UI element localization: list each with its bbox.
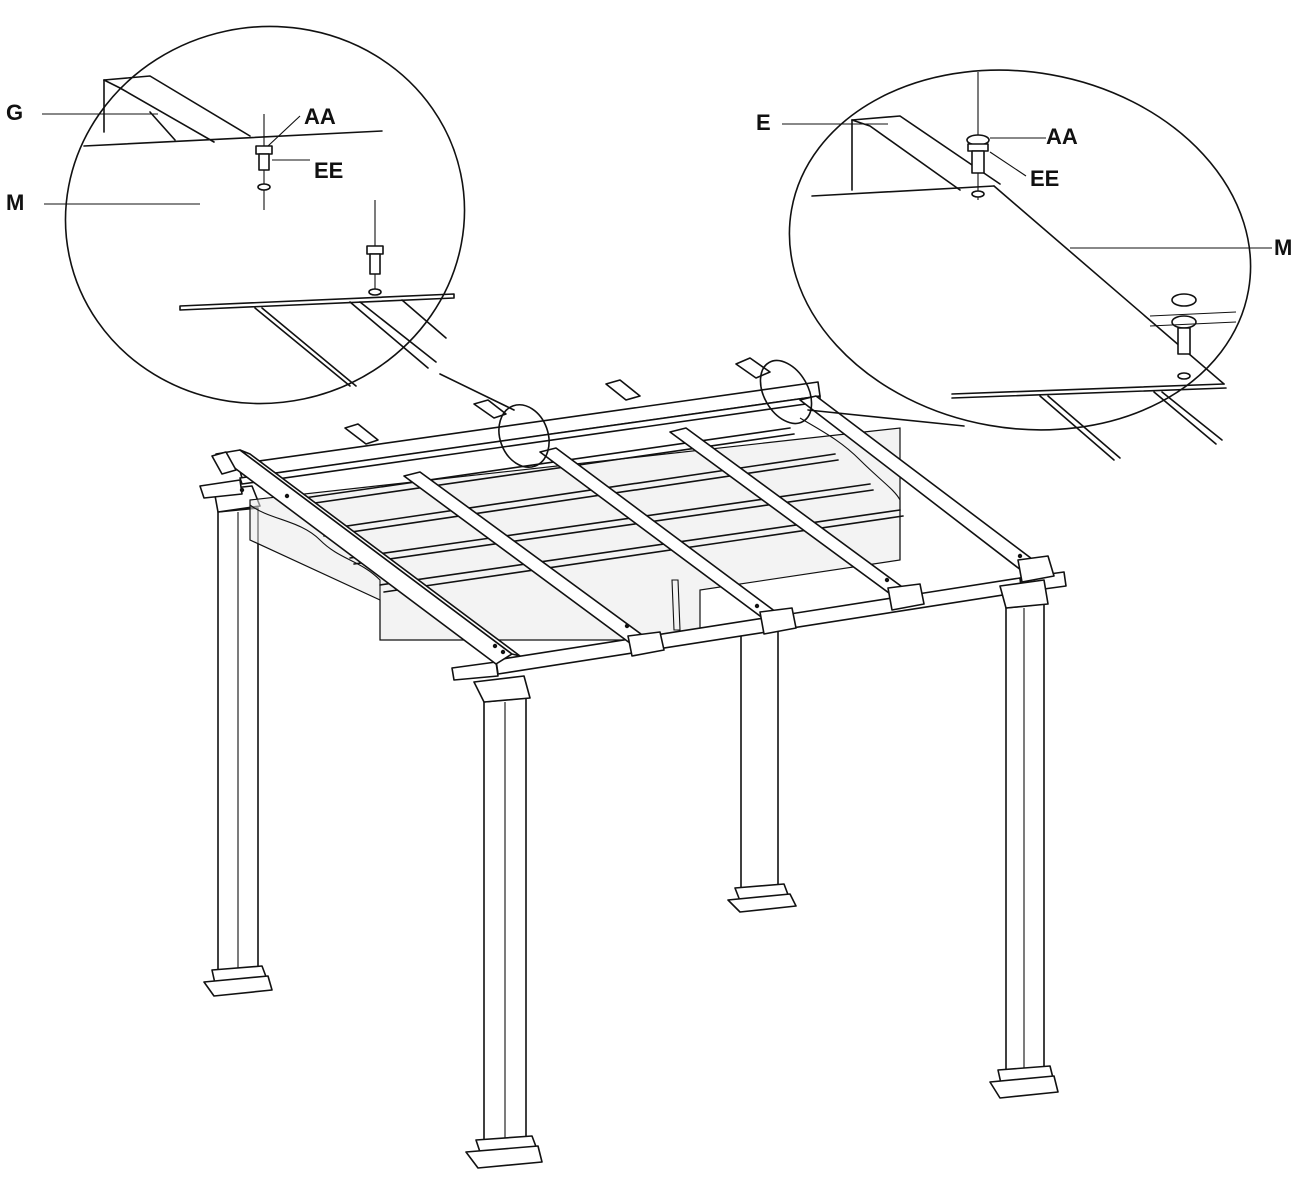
post-front-right xyxy=(989,579,1059,1099)
purlin-ends xyxy=(344,357,771,445)
detail-marker-right xyxy=(759,359,813,425)
leader-right xyxy=(807,409,965,427)
pergola-frame xyxy=(199,357,1067,1169)
detail-left-circle xyxy=(64,25,466,405)
label-left-g: G xyxy=(6,100,23,125)
label-left-aa: AA xyxy=(304,104,336,129)
label-right-e: E xyxy=(756,110,771,135)
detail-right-contents xyxy=(782,72,1272,461)
label-right-m: M xyxy=(1274,235,1292,260)
label-left-ee: EE xyxy=(314,158,343,183)
detail-marker-left xyxy=(498,404,550,468)
post-front-left xyxy=(465,675,543,1169)
label-right-ee: EE xyxy=(1030,166,1059,191)
detail-left-contents xyxy=(42,75,455,387)
rafter-bolt-holes xyxy=(239,487,1023,655)
post-back-right xyxy=(727,627,797,913)
detail-right: E AA EE M xyxy=(756,69,1292,461)
detail-left: G M AA EE xyxy=(6,25,466,405)
back-beam xyxy=(199,381,821,499)
label-left-m: M xyxy=(6,190,24,215)
rafters xyxy=(211,395,1055,665)
detail-right-circle xyxy=(788,69,1252,431)
post-back-left xyxy=(203,485,273,997)
leader-left xyxy=(439,373,515,411)
label-right-aa: AA xyxy=(1046,124,1078,149)
